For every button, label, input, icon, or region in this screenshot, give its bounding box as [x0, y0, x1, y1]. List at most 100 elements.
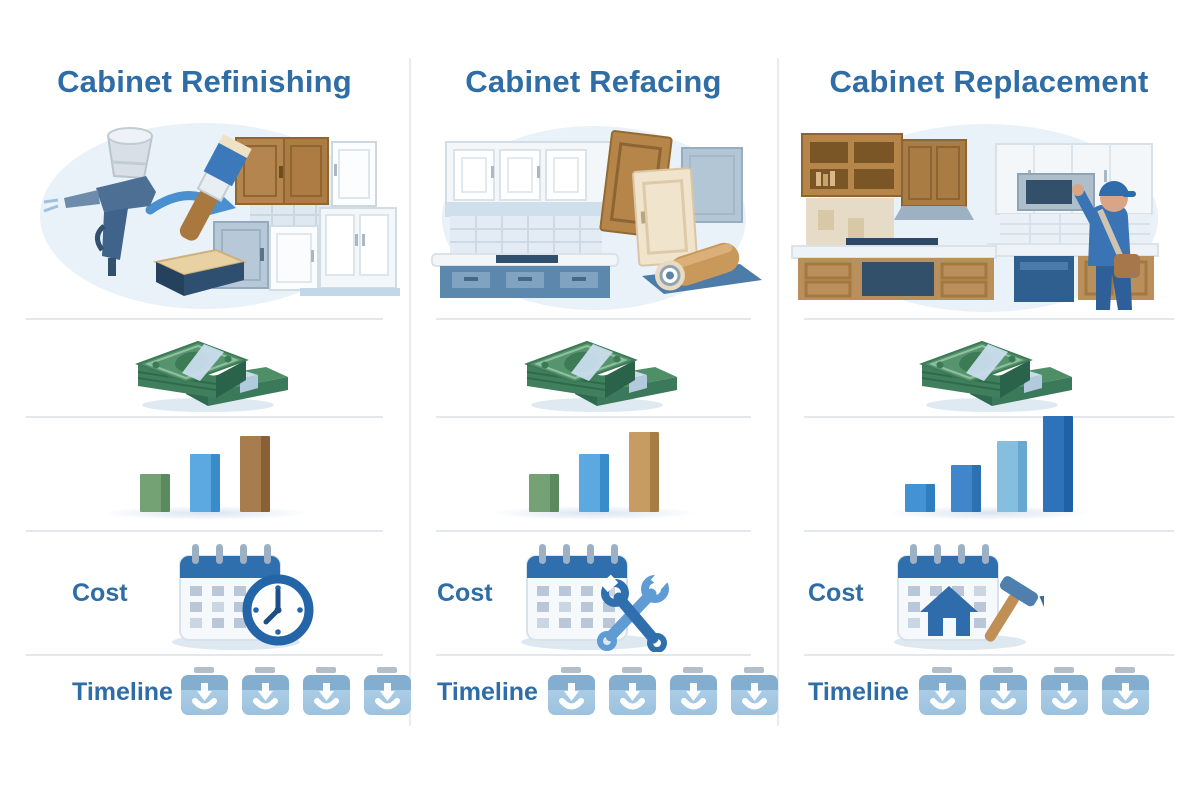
cost-bar-chart [0, 418, 409, 530]
timeline-label: Timeline [437, 677, 538, 706]
veneer-roll-icon [642, 242, 762, 294]
timeline-boxes [547, 669, 778, 715]
replacement-illustration [778, 114, 1200, 318]
box-arrow-glyph [191, 683, 217, 710]
cash-stacks-icon [134, 340, 288, 412]
box-arrow-glyph [929, 683, 955, 710]
cost-bar-chart [778, 416, 1200, 530]
hammer-icon [984, 576, 1044, 642]
cost-bar [578, 454, 609, 512]
cost-bar [997, 441, 1027, 512]
refacing-scene [431, 126, 762, 310]
timeline-label: Timeline [808, 677, 909, 706]
cost-row: Cost [0, 532, 409, 654]
cost-bar [1043, 416, 1073, 512]
supply-box-icon [918, 675, 966, 715]
money-row [410, 320, 777, 416]
new-door-cream [632, 167, 699, 267]
supply-box-icon [547, 675, 595, 715]
column-title: Cabinet Replacement [829, 64, 1149, 99]
timeline-row: Timeline [778, 656, 1200, 728]
calendar-clock-icon [171, 544, 314, 650]
cost-row: Cost [778, 532, 1200, 654]
box-arrow-glyph [374, 683, 400, 710]
row-divider [804, 416, 1174, 418]
tile-backsplash [450, 216, 602, 254]
money-row [0, 320, 409, 416]
cost-bar [239, 436, 270, 512]
box-arrow-glyph [680, 683, 706, 710]
supply-box-icon [730, 675, 778, 715]
cash-stack-large [134, 340, 249, 398]
cost-bar [139, 474, 170, 512]
supply-box-icon [608, 675, 656, 715]
box-arrow-glyph [741, 683, 767, 710]
supply-box-icon [979, 675, 1027, 715]
row-divider [26, 318, 383, 320]
row-divider [804, 654, 1174, 656]
money-row [778, 320, 1200, 416]
timeline-boxes [180, 669, 411, 715]
cash-stacks-icon [523, 340, 677, 412]
row-divider [26, 654, 383, 656]
installer-worker [1072, 181, 1140, 310]
box-arrow-glyph [1051, 683, 1077, 710]
clock-icon [242, 574, 314, 646]
paintbrush-icon [179, 134, 252, 241]
column-title: Cabinet Refinishing [57, 64, 352, 99]
row-divider [436, 416, 751, 418]
cost-bar [951, 465, 981, 512]
crossed-wrenches-icon [596, 571, 669, 652]
timeline-label: Timeline [72, 677, 173, 706]
column-cabinet-refacing: Cabinet Refacing [410, 0, 778, 728]
row-divider [436, 318, 751, 320]
lower-wood-cabinets [791, 238, 997, 300]
supply-box-icon [1101, 675, 1149, 715]
row-divider [804, 530, 1174, 532]
box-arrow-glyph [252, 683, 278, 710]
box-arrow-glyph [1112, 683, 1138, 710]
cost-label: Cost [437, 578, 493, 607]
cost-label: Cost [808, 578, 864, 607]
supply-box-icon [669, 675, 717, 715]
timeline-row: Timeline [410, 656, 778, 728]
cost-bar [189, 454, 220, 512]
house-icon [919, 586, 978, 636]
supply-box-icon [180, 675, 228, 715]
row-divider [804, 318, 1174, 320]
spray-gun-icon [43, 127, 156, 276]
kitchen-island [431, 253, 619, 298]
row-divider [26, 530, 383, 532]
row-divider [436, 530, 751, 532]
cash-stacks-icon [919, 340, 1072, 412]
column-divider [777, 58, 779, 726]
box-arrow-glyph [558, 683, 584, 710]
supply-box-icon [363, 675, 411, 715]
upper-cabinets [445, 141, 615, 217]
timeline-boxes [918, 669, 1149, 715]
box-arrow-glyph [313, 683, 339, 710]
column-title: Cabinet Refacing [465, 64, 722, 99]
sanding-block-icon [152, 248, 248, 296]
replacement-scene [791, 124, 1159, 312]
cost-bar [628, 432, 659, 512]
column-divider [409, 58, 411, 726]
refinishing-illustration [0, 114, 409, 318]
box-arrow-glyph [990, 683, 1016, 710]
row-divider [436, 654, 751, 656]
refinished-cabinets [213, 137, 400, 296]
bar-chart-shadow [886, 506, 1092, 520]
calendar-wrench-icon [520, 544, 669, 652]
cost-label: Cost [72, 578, 128, 607]
column-cabinet-replacement: Cabinet Replacement [778, 0, 1200, 728]
timeline-row: Timeline [0, 656, 411, 728]
supply-box-icon [241, 675, 289, 715]
refinishing-scene [40, 123, 400, 309]
refacing-illustration [410, 114, 777, 318]
supply-box-icon [302, 675, 350, 715]
cost-bar-chart [410, 418, 777, 530]
wood-cabinets [801, 133, 974, 220]
cost-row: Cost [410, 532, 777, 654]
supply-box-icon [1040, 675, 1088, 715]
